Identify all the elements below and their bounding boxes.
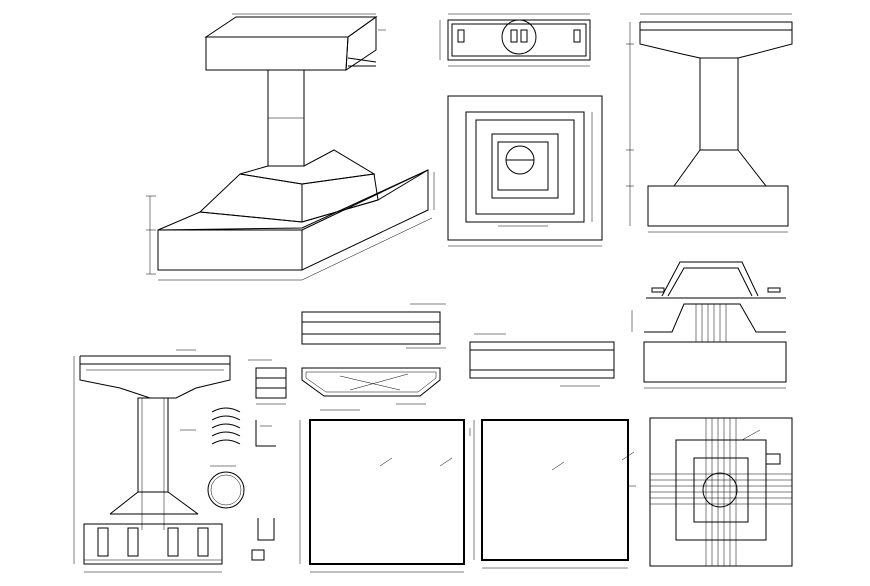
iso-cap-top <box>204 16 378 38</box>
iso-pedestal-front <box>198 173 303 223</box>
iso-footing-top <box>157 169 429 231</box>
iso-footing-front <box>157 229 303 271</box>
column-rebar-elevation <box>73 349 231 573</box>
footing-mesh-plan-bottom <box>473 419 636 569</box>
column-elevation <box>626 13 793 233</box>
stirrup-details <box>211 407 276 561</box>
pier-cap-rebar-detail <box>469 333 615 387</box>
beam-reinforcement-elevation <box>301 303 446 349</box>
footing-mesh-plan-top <box>299 419 471 573</box>
iso-footing-side <box>301 169 429 271</box>
footing-rebar-section <box>631 261 787 389</box>
column-cross-section-detail <box>248 359 287 405</box>
iso-cap-front <box>205 36 349 71</box>
iso-cap-side <box>345 16 377 71</box>
footing-plan-rebar-layout <box>649 417 793 567</box>
pier-cap-section <box>439 13 591 67</box>
isometric-column-footing <box>146 13 435 281</box>
spiral-tie-detail <box>207 465 245 509</box>
footing-plan <box>447 95 603 247</box>
haunch-reinforcement-detail <box>301 367 441 411</box>
iso-pedestal-top <box>239 149 376 185</box>
